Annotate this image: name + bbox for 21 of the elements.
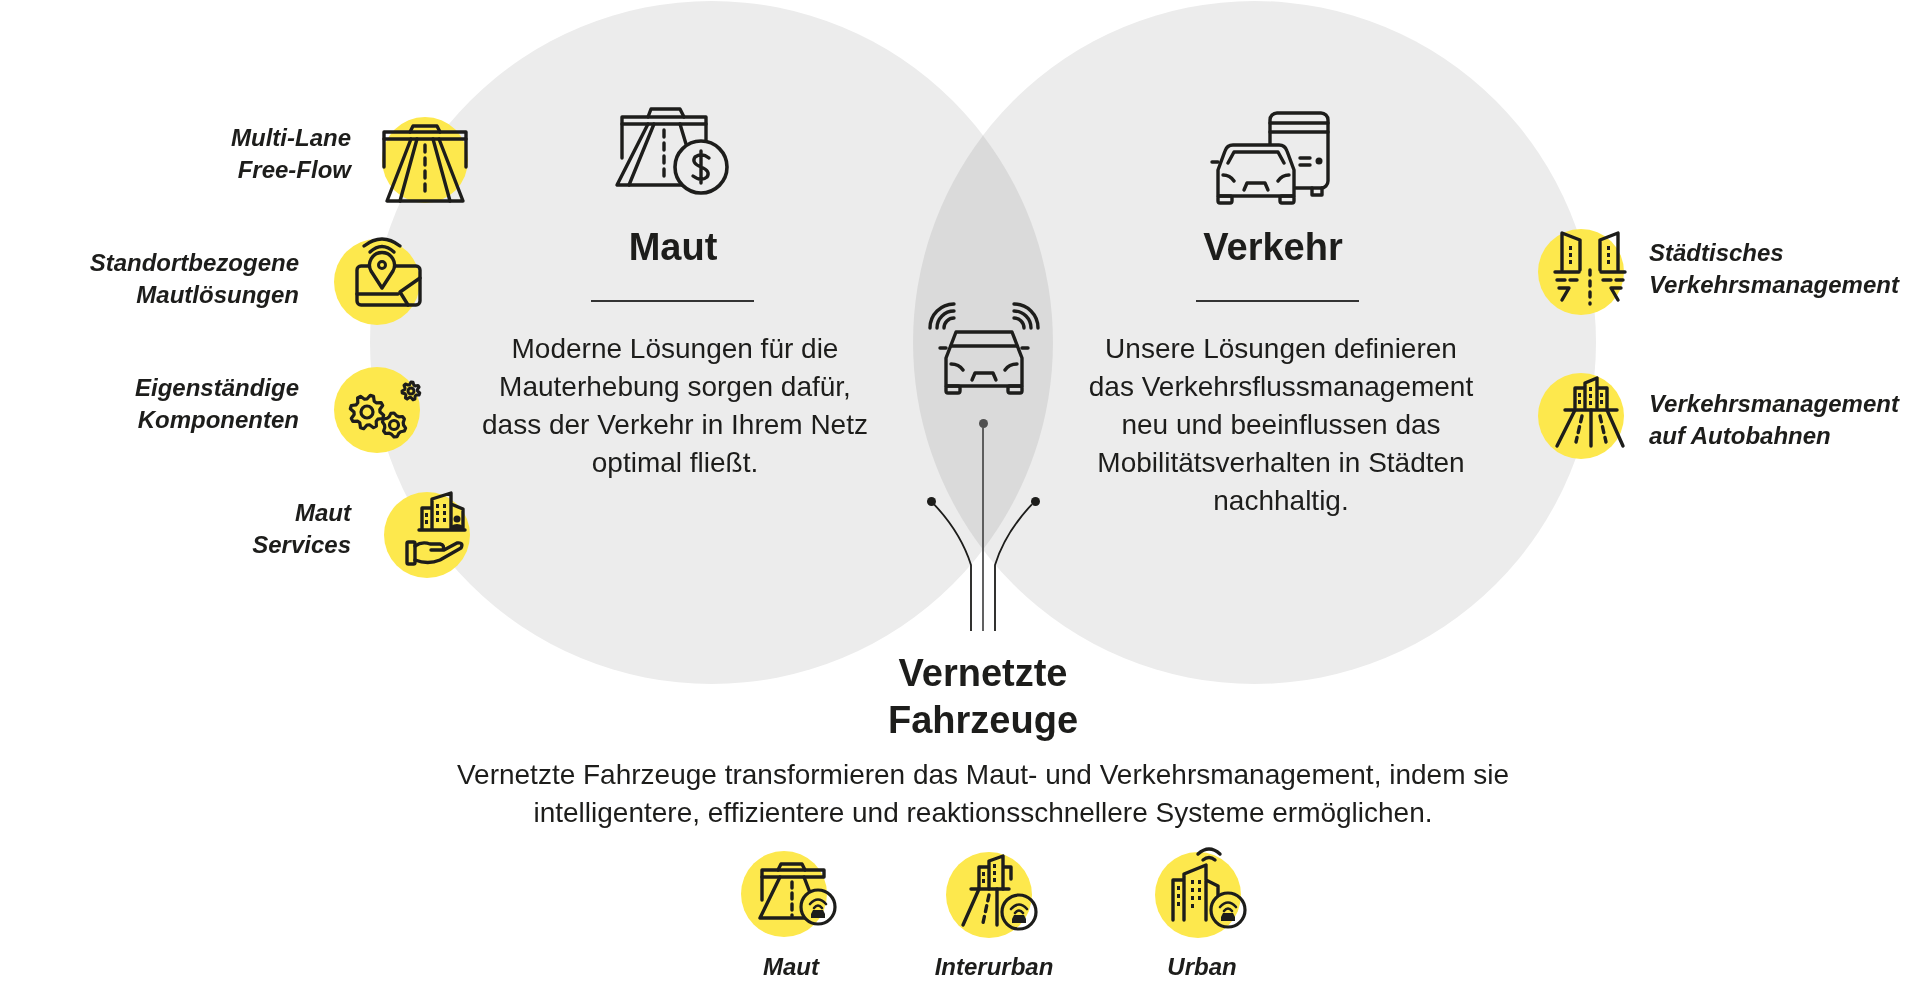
section-heading: Maut <box>628 225 718 270</box>
section-heading: Vernetzte Fahrzeuge <box>888 651 1078 743</box>
category-label: Urban <box>1167 952 1237 982</box>
connector-line <box>982 426 984 632</box>
category-label: Interurban <box>934 952 1054 982</box>
junction-dot <box>978 418 988 428</box>
description-text: Moderne Lösungen für die Mauterhebung sorgen dafür, dass der Verkehr in Ihrem Netz optimal fließt. <box>481 332 869 480</box>
feature-label: Standortbezogene Mautlösungen <box>88 248 299 310</box>
junction-dot <box>926 496 936 506</box>
connector-line <box>933 503 972 632</box>
section-heading: Verkehr <box>1203 225 1343 270</box>
description-text: Vernetzte Fahrzeuge transformieren das Maut- und Verkehrsmanagement, indem sie intelligentere, effizientere und reaktionsschnellere Systeme ermöglichen. <box>455 758 1511 830</box>
feature-label: Eigenständige Komponenten <box>133 373 299 435</box>
connector-line <box>994 503 1033 632</box>
feature-label: Multi-Lane Free-Flow <box>230 123 351 185</box>
junction-dot <box>1030 496 1040 506</box>
feature-label: Städtisches Verkehrsmanagement <box>1649 238 1901 300</box>
feature-label: Maut Services <box>251 498 351 560</box>
category-label: Maut <box>763 952 819 982</box>
feature-label: Verkehrsmanagement auf Autobahnen <box>1649 389 1901 451</box>
description-text: Unsere Lösungen definieren das Verkehrsflussmanagement neu und beeinflussen das Mobilitätsverhalten in Städten nachhaltig. <box>1087 332 1475 518</box>
